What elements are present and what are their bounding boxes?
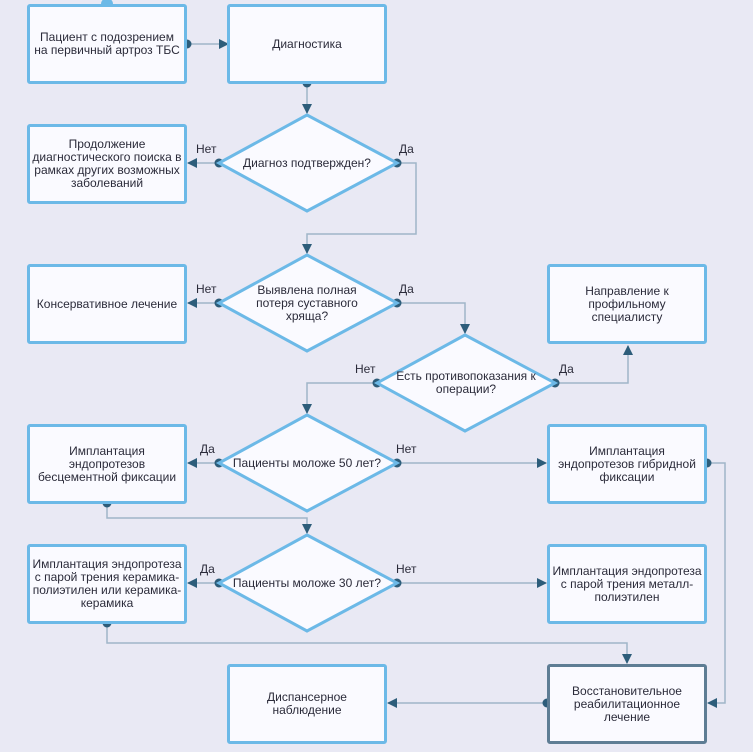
- node-ceramic: Имплантация эндопротеза с парой трения к…: [27, 544, 187, 624]
- edge-label-yes-1: Да: [399, 142, 414, 156]
- node-conservative-label: Консервативное лечение: [36, 296, 178, 311]
- edge-cementless-decision5: [106, 503, 312, 534]
- decision-cartilage-label: Выявлена полная потеря суставного хряща?: [256, 282, 358, 323]
- node-patient: Пациент с подозрением на первичный артро…: [27, 4, 187, 84]
- node-conservative: Консервативное лечение: [27, 264, 187, 344]
- edge-decision2-yes: [397, 302, 470, 334]
- edge-label-yes-4: Да: [200, 442, 215, 456]
- node-patient-label: Пациент с подозрением на первичный артро…: [34, 30, 180, 57]
- edge-label-no-4: Нет: [396, 442, 417, 456]
- decision-under50-label: Пациенты моложе 50 лет?: [232, 455, 382, 470]
- edge-label-no-1: Нет: [196, 142, 217, 156]
- decision-diamond-under50: [215, 413, 401, 513]
- decision-diamond-cartilage: [215, 253, 401, 353]
- edge-decision3-no: [302, 382, 377, 414]
- node-ceramic-label: Имплантация эндопротеза с парой трения к…: [32, 557, 182, 610]
- edge-label-yes-5: Да: [200, 562, 215, 576]
- node-continue-search: Продолжение диагностического поиска в ра…: [27, 124, 187, 204]
- edge-label-no-3: Нет: [355, 362, 376, 376]
- node-dispensary: Диспансерное наблюдение: [227, 664, 387, 744]
- decision-diamond-under30: [215, 533, 401, 633]
- decision-diamond-contraindications: [373, 333, 559, 433]
- edge-label-no-2: Нет: [196, 282, 217, 296]
- edge-ceramic-rehab: [106, 623, 632, 664]
- edge-decision1-yes: [302, 162, 417, 254]
- node-diagnostics-label: Диагностика: [272, 36, 342, 51]
- decision-confirmed-label: Диагноз подтвержден?: [243, 155, 371, 170]
- edge-label-no-5: Нет: [396, 562, 417, 576]
- node-hybrid-label: Имплантация эндопротезов гибридной фикса…: [558, 443, 696, 484]
- decision-diamond-confirmed: [215, 113, 401, 213]
- decision-under30-label: Пациенты моложе 30 лет?: [232, 575, 382, 590]
- node-metal: Имплантация эндопротеза с парой трения м…: [547, 544, 707, 624]
- node-rehab-label: Восстановительное реабилитационное лечен…: [572, 683, 682, 724]
- decision-contraindications-label: Есть противопоказания к операции?: [396, 369, 536, 396]
- node-cementless: Имплантация эндопротезов бесцементной фи…: [27, 424, 187, 504]
- node-rehab: Восстановительное реабилитационное лечен…: [547, 664, 707, 744]
- edge-hybrid-rehab: [707, 462, 726, 708]
- edge-label-yes-3: Да: [559, 362, 574, 376]
- node-referral: Направление к профильному специалисту: [547, 264, 707, 344]
- node-hybrid: Имплантация эндопротезов гибридной фикса…: [547, 424, 707, 504]
- node-dispensary-label: Диспансерное наблюдение: [267, 690, 347, 717]
- node-continue-search-label: Продолжение диагностического поиска в ра…: [32, 137, 182, 190]
- edge-decision3-yes: [555, 345, 633, 384]
- node-cementless-label: Имплантация эндопротезов бесцементной фи…: [37, 443, 177, 484]
- node-diagnostics: Диагностика: [227, 4, 387, 84]
- node-metal-label: Имплантация эндопротеза с парой трения м…: [552, 563, 702, 604]
- node-referral-label: Направление к профильному специалисту: [585, 283, 669, 324]
- edge-label-yes-2: Да: [399, 282, 414, 296]
